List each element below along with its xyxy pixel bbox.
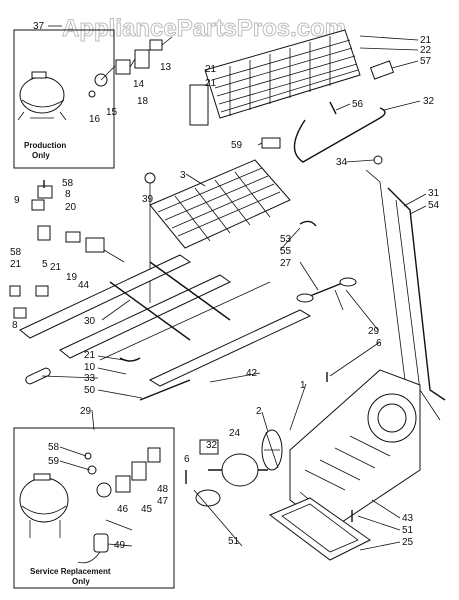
callout-55-top: 58 [62, 178, 74, 189]
callout-22: 22 [420, 45, 432, 56]
callout-31: 31 [428, 188, 440, 199]
leader-lines [41, 35, 427, 551]
left-small-parts-middle [65, 231, 125, 263]
callout-32: 32 [206, 440, 218, 451]
callout-52: 56 [352, 99, 364, 110]
part-20-clip [119, 357, 141, 362]
condenser-coil [189, 29, 361, 126]
callout-34: 33 [84, 373, 96, 384]
callout-19: 21 [50, 262, 62, 273]
callout-51: 54 [428, 200, 440, 211]
service-caption-line2: Only [72, 577, 90, 586]
callout-14: 16 [89, 114, 101, 125]
drain-pan [269, 497, 371, 561]
callout-20: 21 [84, 350, 96, 361]
base-frame-rails [19, 254, 312, 387]
callout-10: 10 [84, 362, 96, 373]
callout-37: 37 [33, 21, 45, 32]
part-34-tube [25, 367, 51, 385]
callout-30: 30 [84, 316, 96, 327]
fan-motor [195, 439, 268, 507]
callout-4: 6 [376, 338, 382, 349]
callout-5: 5 [42, 259, 48, 270]
callout-50: 53 [280, 234, 292, 245]
condenser-fan [261, 429, 283, 471]
part-59-clip [261, 137, 281, 149]
part-52-bracket [329, 101, 337, 115]
callout-56: 58 [48, 442, 60, 453]
production-compressor-box: Production Only [13, 29, 115, 169]
callout-1: 1 [300, 380, 306, 391]
callout-49-left: 51 [228, 536, 240, 547]
callout-11: 13 [160, 62, 172, 73]
callout-48: 50 [84, 385, 96, 396]
callout-3: 3 [180, 170, 186, 181]
part-54-block [369, 60, 395, 80]
production-caption-line1: Production [24, 141, 66, 150]
left-small-parts-lower [9, 285, 49, 319]
callout-53: 55 [280, 246, 292, 257]
evaporator-coil [149, 159, 291, 249]
callout-42: 44 [78, 280, 90, 291]
tube-33 [293, 107, 386, 163]
callout-13: 15 [106, 107, 118, 118]
callout-47: 49 [114, 540, 126, 551]
part-39-grommet [144, 172, 156, 184]
callout-15: 18 [137, 96, 149, 107]
callout-24: 24 [229, 428, 241, 439]
service-caption-line1: Service Replacement [30, 567, 111, 576]
watermark: AppliancePartsPros.com [62, 15, 346, 42]
callout-16: 20 [65, 202, 77, 213]
callout-8-low: 8 [12, 320, 18, 331]
left-small-parts-upper [31, 180, 53, 241]
callout-labels: 37 13 14 18 15 16 21 21 21 22 57 56 32 5… [10, 21, 440, 551]
callout-9: 9 [14, 195, 20, 206]
callout-54: 57 [420, 56, 432, 67]
callout-35: 34 [336, 157, 348, 168]
callout-21-left-b: 21 [205, 78, 217, 89]
callout-46: 48 [157, 484, 169, 495]
callout-6: 6 [184, 454, 190, 465]
part-35-fitting [373, 155, 383, 165]
callout-8-top: 8 [65, 189, 71, 200]
callout-49-right: 51 [402, 525, 414, 536]
callout-45: 47 [157, 496, 169, 507]
callout-25: 25 [402, 537, 414, 548]
callout-27: 27 [280, 258, 292, 269]
service-compressor-box: Service Replacement Only [13, 427, 175, 589]
callout-21-right: 21 [420, 35, 432, 46]
drain-tube-assembly [296, 220, 357, 311]
callout-44: 46 [117, 504, 129, 515]
machine-base-plate [289, 369, 421, 531]
callout-41: 43 [402, 513, 414, 524]
callout-28: 29 [80, 406, 92, 417]
callout-55-mid: 58 [10, 247, 22, 258]
callout-57: 59 [48, 456, 60, 467]
callout-59: 59 [231, 140, 243, 151]
relay-overload-parts-top [88, 36, 173, 98]
callout-40: 42 [246, 368, 258, 379]
callout-17: 19 [66, 272, 78, 283]
relay-overload-parts-bottom [84, 447, 161, 498]
callout-12: 14 [133, 79, 145, 90]
callout-21-left: 21 [205, 64, 217, 75]
callout-2: 2 [256, 406, 262, 417]
callout-43: 45 [141, 504, 153, 515]
part-48-rail [139, 379, 191, 401]
production-caption-line2: Only [32, 151, 50, 160]
callout-33: 32 [423, 96, 435, 107]
callout-39: 39 [142, 194, 154, 205]
callout-29: 29 [368, 326, 380, 337]
callout-18: 21 [10, 259, 22, 270]
